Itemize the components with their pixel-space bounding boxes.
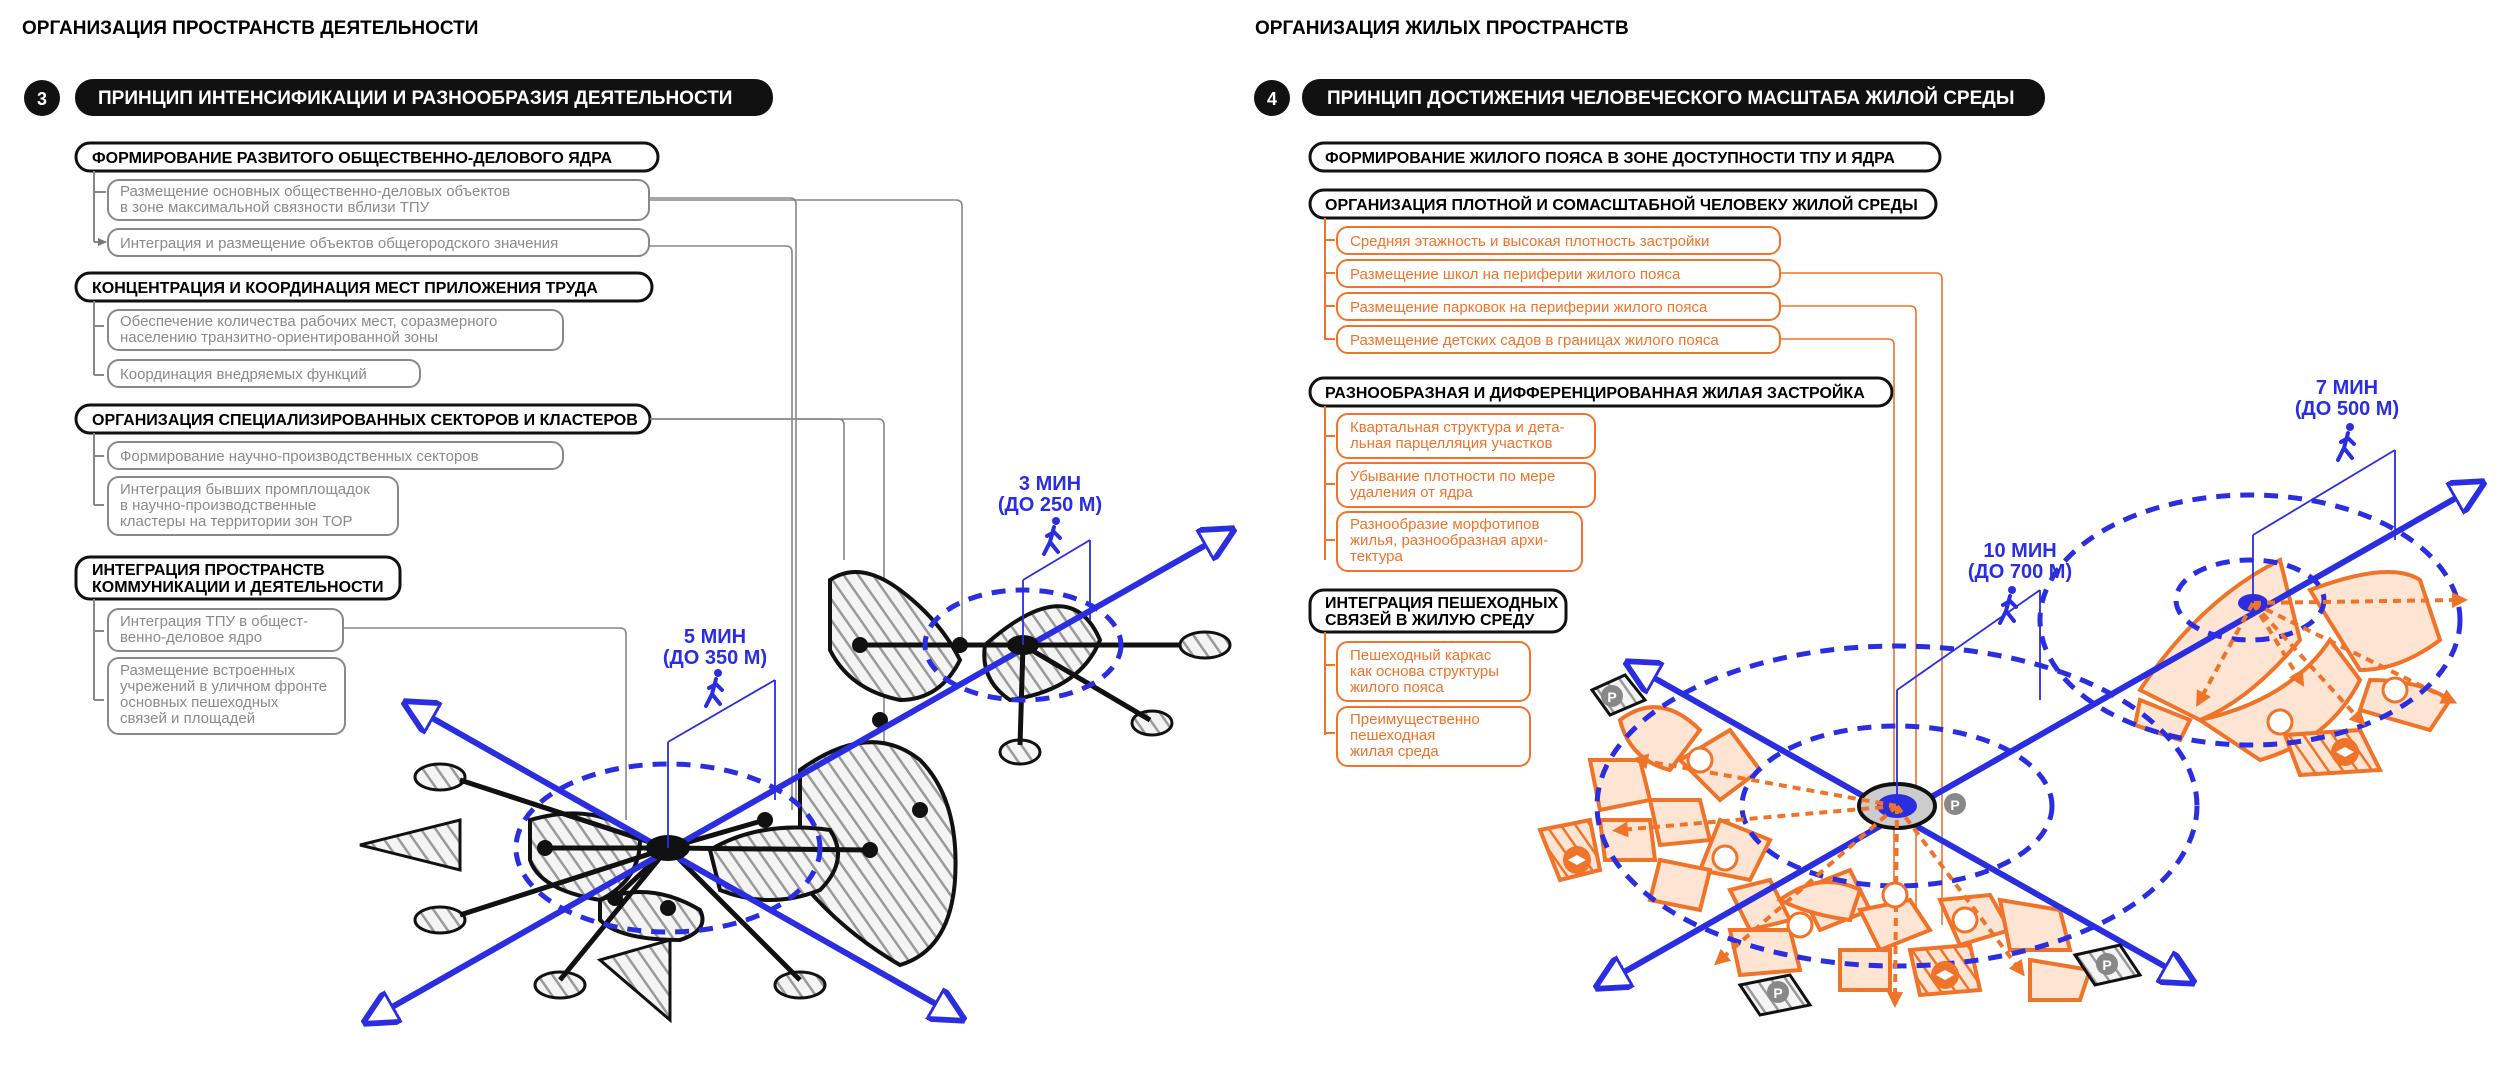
- pedestrian-icon: [1998, 586, 2018, 625]
- right-leader-lines: [1780, 272, 1943, 935]
- school-icon: [1931, 961, 1959, 989]
- right-group-2-item-4-text: Размещение детских садов в границах жило…: [1350, 332, 1719, 349]
- left-group-3-item-1-text: Формирование научно-производственных сек…: [120, 448, 479, 465]
- left-group-1-item-1-text: Размещение основных общественно-деловых …: [120, 183, 510, 216]
- left-group-2-pill: [74, 271, 654, 303]
- right-diagram: [1537, 449, 2470, 1008]
- parking-icon: P: [1737, 973, 1813, 1017]
- school-icon: [1563, 846, 1591, 874]
- right-section-title: ОРГАНИЗАЦИЯ ЖИЛЫХ ПРОСТРАНСТВ: [1255, 18, 1629, 39]
- parking-icon: P: [2072, 943, 2143, 987]
- right-principle-number: 4: [1267, 89, 1277, 109]
- right-walk-1-dist: (ДО 700 М): [1968, 561, 2072, 583]
- right-group-3-item-1: [1336, 413, 1596, 459]
- svg-text:P: P: [1950, 797, 1959, 813]
- right-group-2-item-3-text: Размещение парковок на периферии жилого …: [1350, 299, 1708, 316]
- left-group-1-item-2-text: Интеграция и размещение объектов общегор…: [120, 235, 558, 252]
- left-walk-1-time: 5 МИН: [684, 626, 746, 648]
- right-group-2-item-2-text: Размещение школ на периферии жилого пояс…: [1350, 266, 1681, 283]
- left-group-4-item-1-text: Интеграция ТПУ в общест-венно-деловое яд…: [120, 613, 308, 646]
- school-icon: [2331, 738, 2359, 766]
- right-group-2-title: ОРГАНИЗАЦИЯ ПЛОТНОЙ И СОМАСШТАБНОЙ ЧЕЛОВ…: [1325, 195, 1918, 214]
- left-group-1-pill: [74, 141, 660, 173]
- left-group-3-title: ОРГАНИЗАЦИЯ СПЕЦИАЛИЗИРОВАННЫХ СЕКТОРОВ …: [92, 412, 638, 429]
- right-group-3-pill: [1308, 376, 1894, 408]
- right-group-1-pill: [1308, 141, 1942, 173]
- left-principle-title: ПРИНЦИП ИНТЕНСИФИКАЦИИ И РАЗНООБРАЗИЯ ДЕ…: [98, 88, 732, 109]
- left-group-2-item-2: [107, 359, 421, 388]
- left-principle-number: 3: [37, 89, 47, 109]
- left-group-2-title: КОНЦЕНТРАЦИЯ И КООРДИНАЦИЯ МЕСТ ПРИЛОЖЕН…: [92, 280, 598, 297]
- left-walk-1-dist: (ДО 350 М): [663, 647, 767, 669]
- right-walk-2-dist: (ДО 500 М): [2295, 398, 2399, 420]
- pedestrian-icon: [1042, 517, 1062, 556]
- parking-icon: P: [1589, 673, 1648, 717]
- left-walk-2-dist: (ДО 250 М): [998, 494, 1102, 516]
- left-group-2-item-1: [107, 309, 564, 351]
- svg-text:P: P: [1607, 689, 1616, 705]
- right-walk-1-time: 10 МИН: [1983, 540, 2056, 562]
- left-walk-2-time: 3 МИН: [1019, 473, 1081, 495]
- left-group-3-item-1: [107, 441, 564, 470]
- left-group-2-item-1-text: Обеспечение количества рабочих мест, сор…: [120, 313, 497, 346]
- pedestrian-icon: [2336, 423, 2356, 462]
- left-principle-number-badge: [24, 80, 60, 116]
- left-group-2-item-2-text: Координация внедряемых функций: [120, 366, 367, 383]
- left-group-1-title: ФОРМИРОВАНИЕ РАЗВИТОГО ОБЩЕСТВЕННО-ДЕЛОВ…: [92, 150, 612, 167]
- right-group-4-pill: [1308, 588, 1568, 634]
- right-principle-banner: [1302, 79, 2045, 116]
- left-group-3-item-2: [107, 476, 399, 536]
- right-group-3-item-3: [1336, 511, 1583, 572]
- right-principle-title: ПРИНЦИП ДОСТИЖЕНИЯ ЧЕЛОВЕЧЕСКОГО МАСШТАБ…: [1327, 87, 2014, 109]
- left-section-title: ОРГАНИЗАЦИЯ ПРОСТРАНСТВ ДЕЯТЕЛЬНОСТИ: [22, 18, 478, 39]
- left-principle-banner: [75, 79, 773, 116]
- svg-text:P: P: [2102, 957, 2111, 973]
- right-group-2-pill: [1308, 188, 1938, 220]
- right-group-3-item-1-text: Квартальная структура и дета-льная парце…: [1350, 419, 1565, 452]
- pedestrian-icon: [704, 669, 724, 708]
- parking-icon: P: [1944, 793, 1966, 815]
- right-group-2-item-1-text: Средняя этажность и высокая плотность за…: [1350, 233, 1709, 250]
- right-group-3-title: РАЗНООБРАЗНАЯ И ДИФФЕРЕНЦИРОВАННАЯ ЖИЛАЯ…: [1325, 383, 1865, 402]
- right-group-4-item-1: [1336, 641, 1531, 702]
- left-group-1-item-2: [107, 228, 650, 257]
- left-group-4-item-1: [107, 608, 344, 652]
- right-group-2-item-1: [1336, 226, 1781, 255]
- svg-text:P: P: [1773, 985, 1782, 1001]
- right-principle-number-badge: [1254, 80, 1290, 116]
- left-diagram: [360, 537, 1230, 1020]
- left-group-4-item-2: [107, 657, 346, 735]
- right-walk-2-time: 7 МИН: [2316, 377, 2378, 399]
- right-group-1-title: ФОРМИРОВАНИЕ ЖИЛОГО ПОЯСА В ЗОНЕ ДОСТУПН…: [1325, 150, 1895, 167]
- right-group-4-item-2: [1336, 706, 1531, 767]
